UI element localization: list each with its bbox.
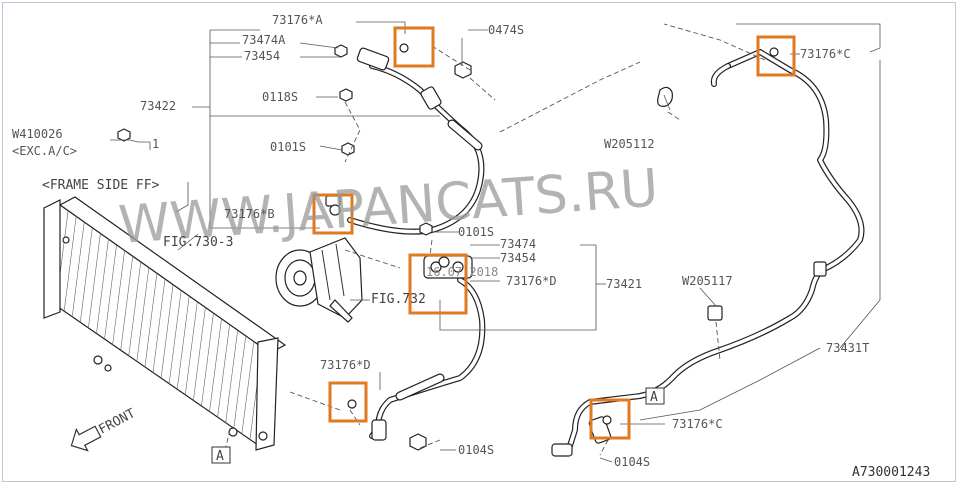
label-73176c-low[interactable]: 73176*C — [672, 417, 723, 431]
callout-a-right[interactable]: A — [645, 387, 665, 405]
label-73422[interactable]: 73422 — [140, 99, 176, 113]
label-0101s-mid[interactable]: 0101S — [458, 225, 494, 239]
label-w205112[interactable]: W205112 — [604, 137, 655, 151]
condenser-fin — [96, 239, 109, 334]
condenser-fin — [63, 216, 77, 312]
condenser-radiator — [43, 196, 287, 451]
label-73454-mid[interactable]: 73454 — [500, 251, 536, 265]
condenser-fin — [160, 284, 174, 379]
condenser-fin — [136, 267, 150, 362]
front-label: FRONT — [96, 406, 138, 438]
condenser-fin — [185, 301, 198, 395]
condenser-fin — [120, 256, 133, 351]
label-0474s[interactable]: 0474S — [488, 23, 524, 37]
label-73176a[interactable]: 73176*A — [272, 13, 323, 27]
label-w205117[interactable]: W205117 — [682, 274, 733, 288]
label-frame-side: <FRAME SIDE FF> — [42, 178, 160, 193]
highlight-73176a[interactable] — [393, 26, 435, 68]
part-labels: 73176*A 73474A 73454 0474S 73422 0118S 0… — [12, 13, 869, 469]
condenser-fin — [88, 233, 101, 328]
label-fig-730-3[interactable]: FIG.730-3 — [163, 235, 233, 250]
callout-a-left-letter: A — [216, 449, 224, 464]
label-0104s-right[interactable]: 0104S — [614, 455, 650, 469]
highlight-73176c-low[interactable] — [589, 398, 631, 440]
condenser-fin — [225, 330, 238, 423]
condenser-fin — [112, 250, 125, 345]
highlight-73176d-mid[interactable] — [408, 253, 468, 315]
label-73176d-mid[interactable]: 73176*D — [506, 274, 557, 288]
label-73474a[interactable]: 73474A — [242, 33, 286, 47]
label-1[interactable]: 1 — [152, 137, 159, 151]
label-73431t[interactable]: 73431T — [826, 341, 869, 355]
front-arrow: FRONT — [70, 406, 138, 452]
condenser-fin — [152, 278, 166, 373]
condenser-fin — [201, 313, 214, 407]
condenser-fin — [176, 296, 190, 390]
label-fig-732[interactable]: FIG.732 — [371, 292, 426, 307]
highlight-73176c-top[interactable] — [756, 35, 796, 77]
diagram-code: A730001243 — [852, 465, 930, 480]
condenser-fin — [80, 227, 93, 323]
label-exc-ac: <EXC.A/C> — [12, 144, 77, 158]
liquid-pipe-73431t — [551, 49, 865, 457]
label-0101s-top[interactable]: 0101S — [270, 140, 306, 154]
condenser-fin — [168, 290, 182, 384]
highlight-73176d-low[interactable] — [328, 381, 368, 423]
bolt-fittings — [117, 43, 779, 451]
label-73176d-low[interactable]: 73176*D — [320, 358, 371, 372]
label-73176b[interactable]: 73176*B — [224, 207, 275, 221]
leader-lines — [110, 21, 881, 463]
condenser-fin — [144, 273, 158, 367]
label-73474[interactable]: 73474 — [500, 237, 536, 251]
condenser-fin — [209, 318, 222, 412]
callout-a-left[interactable]: A — [211, 446, 231, 464]
condenser-fin — [193, 307, 206, 401]
label-w410026[interactable]: W410026 — [12, 127, 63, 141]
highlight-boxes — [312, 26, 796, 440]
discharge-hose-73421 — [375, 255, 486, 431]
suction-hose-73422 — [347, 47, 485, 235]
condenser-outlet-pipe — [369, 419, 387, 441]
label-0104s-left[interactable]: 0104S — [458, 443, 494, 457]
callout-a-right-letter: A — [650, 390, 658, 405]
label-73176c-top[interactable]: 73176*C — [800, 47, 851, 61]
label-date-stamp: 16.07.2018 — [426, 265, 498, 279]
condenser-fin — [217, 324, 230, 418]
compressor — [275, 195, 363, 323]
condenser-fin — [71, 222, 85, 317]
highlight-73176b[interactable] — [312, 193, 354, 235]
label-73454-top[interactable]: 73454 — [244, 49, 280, 63]
condenser-fin — [233, 335, 247, 429]
dashed-reference-lines — [224, 23, 766, 456]
label-0118s[interactable]: 0118S — [262, 90, 298, 104]
condenser-fin — [104, 244, 117, 340]
label-73421[interactable]: 73421 — [606, 277, 642, 291]
condenser-fin — [128, 261, 142, 356]
condenser-fin — [241, 341, 255, 434]
